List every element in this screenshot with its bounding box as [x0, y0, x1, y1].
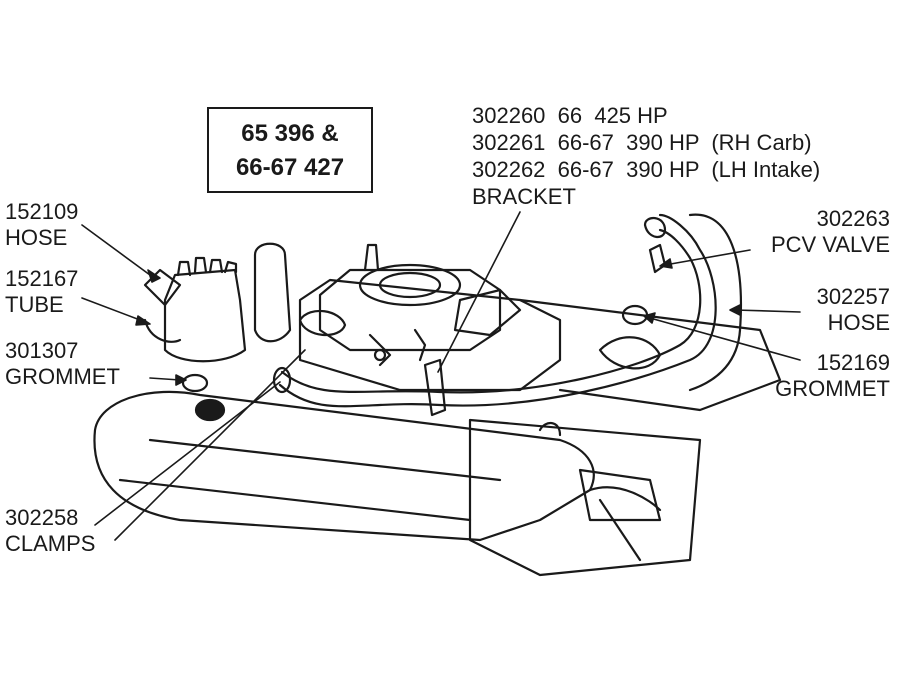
- part-name: HOSE: [827, 310, 890, 335]
- part-number: 152109: [5, 199, 79, 224]
- part-name: HOSE: [5, 225, 68, 250]
- bracket-name: BRACKET: [472, 184, 576, 209]
- ignition-coil: [253, 242, 292, 343]
- part-number: 302263: [816, 206, 890, 231]
- distributor: [163, 268, 247, 363]
- bracket-variant-302261: 302261 66-67 390 HP (RH Carb): [472, 130, 812, 155]
- box-line-1: 65 396 &: [241, 120, 339, 147]
- pcv-hose: [278, 213, 717, 408]
- grommet-301307: [181, 373, 209, 393]
- part-name: GROMMET: [775, 376, 890, 401]
- part-number: 152167: [5, 266, 79, 291]
- part-number: 301307: [5, 338, 79, 363]
- part-name: TUBE: [5, 292, 64, 317]
- part-name: GROMMET: [5, 364, 120, 389]
- part-name: PCV VALVE: [770, 232, 890, 257]
- engine-application-box: 65 396 & 66-67 427: [207, 107, 373, 193]
- bracket-variant-302260: 302260 66 425 HP: [472, 103, 668, 128]
- intake-manifold: [298, 278, 562, 392]
- part-number: 302258: [5, 505, 79, 530]
- part-name: CLAMPS: [5, 531, 96, 556]
- bracket-variant-302262: 302262 66-67 390 HP (LH Intake): [472, 157, 821, 182]
- pcv-valve: [648, 243, 667, 274]
- carburetor: [318, 268, 502, 352]
- box-line-2: 66-67 427: [235, 154, 345, 181]
- part-number: 152169: [816, 350, 890, 375]
- bracket: [423, 358, 447, 417]
- valve-cover: [93, 390, 595, 542]
- leader-lines: [81, 211, 801, 541]
- part-number: 302257: [816, 284, 890, 309]
